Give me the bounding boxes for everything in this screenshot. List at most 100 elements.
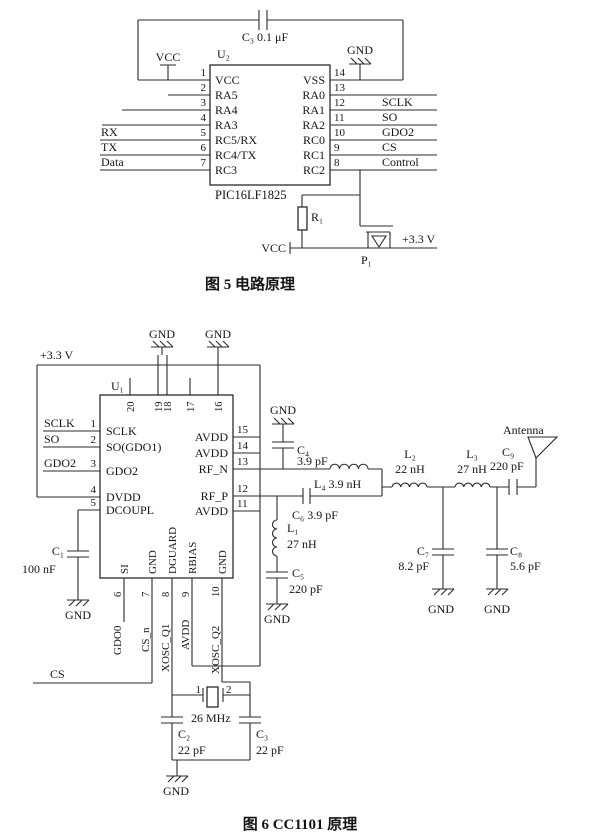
xtal-pin2: 2 <box>226 684 232 696</box>
fig6-caption: 图 6 CC1101 原理 <box>243 816 358 833</box>
c8-value: 5.6 pF <box>510 559 541 573</box>
c7-ref: C₇ <box>417 544 429 558</box>
l4-label: L₄ 3.9 nH <box>314 477 362 491</box>
u2-pin13-num: 13 <box>334 82 346 94</box>
u1-pin10-inside: GND <box>217 550 229 574</box>
antenna-icon <box>527 436 559 459</box>
u2-pin1-label: VCC <box>215 73 240 87</box>
u1-pin2-num: 2 <box>91 434 97 446</box>
c6-capacitor <box>302 488 311 504</box>
gdo0-label: GDO0 <box>112 625 124 655</box>
gnd-label: GND <box>428 602 454 616</box>
vcc-bottom-label: VCC <box>261 241 286 255</box>
u2-pin12-label: RA1 <box>302 103 325 117</box>
u2-pin14-num: 14 <box>334 67 346 79</box>
u1-pin14-label: AVDD <box>195 446 228 460</box>
u2-pin10-num: 10 <box>334 127 346 139</box>
u1-pin8-num: 8 <box>161 592 172 597</box>
fig5-caption: 图 5 电路原理 <box>205 275 295 293</box>
u1-pin15-num: 15 <box>237 424 249 436</box>
u2-pin13-label: RA0 <box>302 88 325 102</box>
c3-capacitor <box>258 10 268 30</box>
l3-inductor <box>454 482 491 488</box>
gnd-symbol <box>348 57 372 73</box>
u2-pin7-label: RC3 <box>215 163 237 177</box>
u2-pin2-num: 2 <box>201 82 207 94</box>
l1-ref: L₁ <box>287 521 299 535</box>
c5-value: 220 pF <box>289 582 323 596</box>
gnd-symbol <box>150 340 174 356</box>
p1-mosfet <box>360 225 393 249</box>
u1-pin20-num: 20 <box>126 402 137 413</box>
u2-pin6-label: RC4/TX <box>215 148 257 162</box>
l3-value: 27 nH <box>457 462 487 476</box>
gnd-symbol <box>66 591 90 607</box>
c4-ref: C₄ <box>297 443 309 457</box>
data-label: Data <box>101 155 124 169</box>
u1-chip-body <box>99 394 234 579</box>
gnd-symbol <box>431 580 455 596</box>
u1-pin7-num: 7 <box>141 592 152 597</box>
u1-pin10-num: 10 <box>211 587 222 598</box>
gnd-label: GND <box>264 612 290 626</box>
u1-pin15-label: AVDD <box>195 430 228 444</box>
cs-label: CS <box>382 140 397 154</box>
u1-pin6-inside: SI <box>119 564 131 574</box>
avdd9-label: AVDD <box>180 620 192 650</box>
u1-pin6-num: 6 <box>113 592 124 597</box>
u1-pin5-num: 5 <box>91 497 97 509</box>
u2-pin10-label: RC0 <box>303 133 325 147</box>
so-ext-label: SO <box>44 432 60 446</box>
sclk-ext-label: SCLK <box>44 416 75 430</box>
u2-pin4-num: 4 <box>201 112 207 124</box>
u1-pin4-label: DVDD <box>106 490 141 504</box>
sclk-label: SCLK <box>382 95 413 109</box>
u2-pin3-num: 3 <box>201 97 207 109</box>
gnd-symbol <box>271 417 295 433</box>
c4-value: 3.9 pF <box>297 454 328 468</box>
u1-pin12-label: RF_P <box>201 489 229 503</box>
u2-pin5-label: RC5/RX <box>215 133 257 147</box>
u2-pin12-num: 12 <box>334 97 345 109</box>
vcc-top-label: VCC <box>156 50 181 64</box>
c1-ref: C₁ <box>52 544 64 558</box>
u1-pin1-num: 1 <box>91 418 97 430</box>
l1-inductor <box>271 519 278 557</box>
c9-value: 220 pF <box>490 459 524 473</box>
csn-label: CS_n <box>140 627 152 652</box>
v33-label-fig6: +3.3 V <box>40 348 74 362</box>
crystal-26mhz <box>202 686 224 708</box>
u2-pin8-label: RC2 <box>303 163 325 177</box>
c5-ref: C₅ <box>292 566 304 580</box>
u1-pin11-num: 11 <box>237 498 248 510</box>
rx-label: RX <box>101 125 118 139</box>
u2-pin6-num: 6 <box>201 142 207 154</box>
c2-value: 22 pF <box>178 743 206 757</box>
u1-pin7-inside: GND <box>147 550 159 574</box>
u2-part-number: PIC16LF1825 <box>215 188 287 202</box>
xoscq2-label: XOSC_Q2 <box>210 626 222 674</box>
p1-ref: P₁ <box>361 253 372 267</box>
u2-pin11-num: 11 <box>334 112 345 124</box>
u1-ref: U₁ <box>111 379 124 393</box>
xoscq1-label: XOSC_Q1 <box>160 624 172 672</box>
c2-ref: C₂ <box>178 727 190 741</box>
r1-resistor <box>297 206 308 231</box>
gnd-label: GND <box>163 784 189 798</box>
u2-pin5-num: 5 <box>201 127 207 139</box>
c8-ref: C₈ <box>510 544 522 558</box>
u1-pin2-label: SO(GDO1) <box>106 440 161 454</box>
gnd-symbol <box>206 340 230 356</box>
u1-pin9-inside: RBIAS <box>187 542 199 574</box>
v33-label-fig5: +3.3 V <box>402 232 436 246</box>
u2-pin4-label: RA3 <box>215 118 238 132</box>
u2-pin9-num: 9 <box>334 142 340 154</box>
so-label: SO <box>382 110 398 124</box>
c3-value-fig6: 22 pF <box>256 743 284 757</box>
gnd-label: GND <box>270 403 296 417</box>
l2-ref: L₂ <box>404 447 416 461</box>
u1-pin5-label: DCOUPL <box>106 503 154 517</box>
r1-ref: R₁ <box>311 210 323 224</box>
u1-pin18-num: 18 <box>163 402 174 413</box>
l1-value: 27 nH <box>287 537 317 551</box>
